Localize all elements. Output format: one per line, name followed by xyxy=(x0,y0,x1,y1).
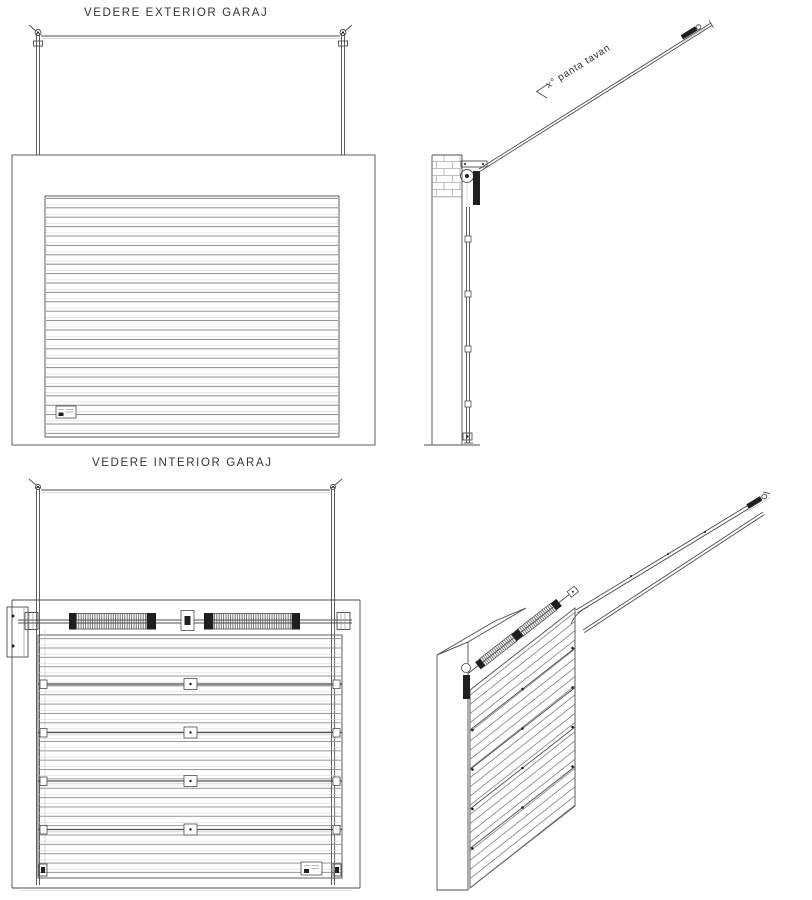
track-fitting-left xyxy=(28,478,42,491)
torsion-spring-right xyxy=(212,613,293,630)
door-panels-interior xyxy=(37,630,343,879)
torsion-spring-left xyxy=(75,613,148,630)
cable-drum-left xyxy=(24,612,39,630)
door-slats xyxy=(46,197,338,436)
overhead-tracks xyxy=(28,24,353,155)
isometric-view-drawing xyxy=(436,491,771,891)
side-section-drawing xyxy=(424,20,714,446)
side-mount-plate xyxy=(6,606,29,658)
exterior-view-title: VEDERE EXTERIOR GARAJ xyxy=(84,7,269,19)
brick-hatch xyxy=(432,155,462,197)
wall-hardware-iso xyxy=(461,663,471,699)
track-end-hardware xyxy=(680,24,706,44)
door-section-edge xyxy=(462,207,473,444)
door-iso xyxy=(469,607,576,889)
cable-drum-iso xyxy=(461,663,471,673)
track-fitting-right xyxy=(329,478,343,491)
slope-angle-mark xyxy=(535,83,549,99)
interior-view-title: VEDERE INTERIOR GARAJ xyxy=(92,457,273,469)
track-end-fitting-right xyxy=(338,24,353,47)
track-end-fitting-left xyxy=(28,24,43,47)
bottom-brackets xyxy=(38,863,342,877)
wall-section xyxy=(424,154,480,446)
spring-head-assembly xyxy=(460,160,488,207)
garage-facade xyxy=(11,154,376,446)
cable-drum-right xyxy=(336,612,351,630)
door-slats-iso xyxy=(470,608,575,888)
exterior-view-drawing xyxy=(11,24,376,446)
track-end-hardware-iso xyxy=(746,491,771,513)
door-slats-interior xyxy=(39,636,341,877)
torsion-spring-assembly xyxy=(18,610,352,631)
inclined-track xyxy=(478,20,714,172)
interior-view-drawing xyxy=(6,478,361,891)
panel-hinges xyxy=(39,678,341,836)
spring-shaft-iso xyxy=(468,585,580,674)
brand-logo-interior xyxy=(300,861,323,876)
hinge-dots xyxy=(471,646,574,850)
interior-wall xyxy=(6,599,361,891)
brand-logo-exterior xyxy=(55,405,77,419)
horizontal-track-iso xyxy=(570,491,771,633)
